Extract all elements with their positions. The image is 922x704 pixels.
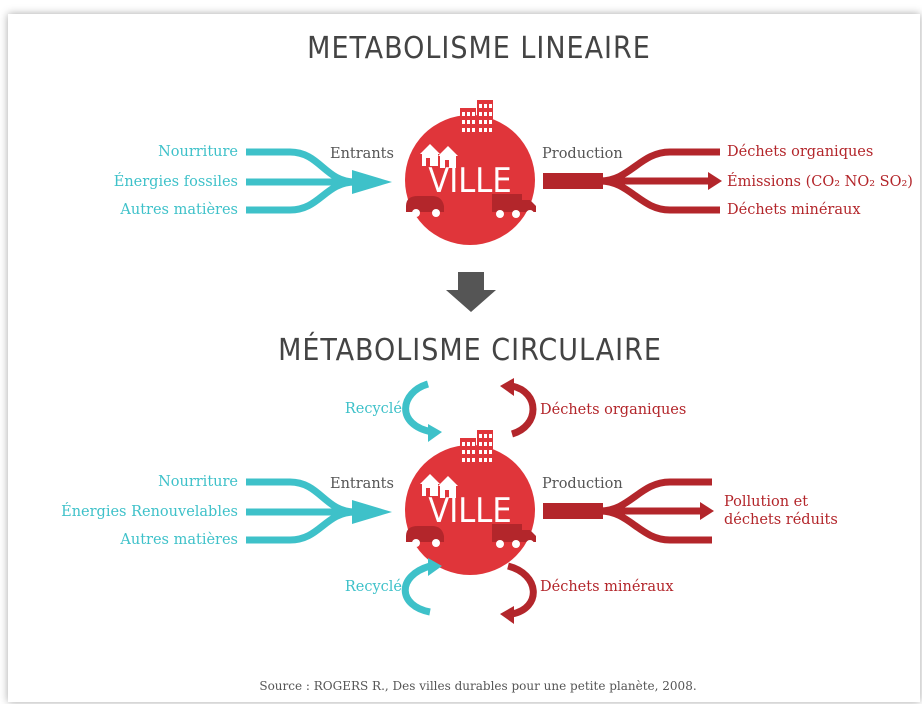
circular-city-circle: VILLE [405,430,536,575]
linear-output-arrowhead [708,172,722,190]
circular-inputs-label: Entrants [330,476,394,492]
organic-waste-label: Déchets organiques [540,402,686,418]
circular-input-arrows [246,478,356,544]
circular-output-trunk [543,503,603,519]
linear-input-1: Nourriture [158,144,238,160]
circular-output-arrowhead [700,502,714,520]
linear-title: METABOLISME LINEAIRE [307,31,651,66]
circular-output-arrows [599,478,712,544]
recycle-bottom-arrow [401,558,442,616]
linear-output-organic: Déchets organiques [727,144,873,160]
linear-output-label: Production [542,146,623,162]
circular-input-1: Nourriture [158,474,238,490]
circular-input-3: Autres matières [119,532,238,548]
linear-city-label: VILLE [428,161,511,201]
circular-output-label: Production [542,476,623,492]
linear-input-3: Autres matières [119,202,238,218]
mineral-waste-label: Déchets minéraux [540,579,674,595]
linear-input-arrows [246,148,356,214]
circular-output-line1: Pollution et [724,494,808,510]
linear-inputs-label: Entrants [330,146,394,162]
source-citation: Source : ROGERS R., Des villes durables … [259,679,696,693]
circular-input-arrowhead [352,500,392,524]
linear-output-emissions: Émissions (CO₂ NO₂ SO₂) [727,172,913,190]
mineral-waste-loop-arrow [500,562,537,624]
transition-down-arrow [446,272,496,312]
organic-waste-loop-arrow [500,378,537,438]
circular-input-2: Énergies Renouvelables [61,502,238,520]
linear-output-trunk [543,173,603,189]
recycle-top-arrow [402,380,442,442]
circular-city-label: VILLE [428,491,511,531]
recycled-top-label: Recyclé [345,401,402,417]
linear-input-arrowhead [352,170,392,194]
linear-input-2: Énergies fossiles [114,172,238,190]
linear-output-mineral: Déchets minéraux [727,202,861,218]
linear-city-circle: VILLE [405,100,536,245]
circular-output-line2: déchets réduits [724,512,838,528]
circular-title: MÉTABOLISME CIRCULAIRE [278,332,662,368]
recycled-bottom-label: Recyclé [345,579,402,595]
